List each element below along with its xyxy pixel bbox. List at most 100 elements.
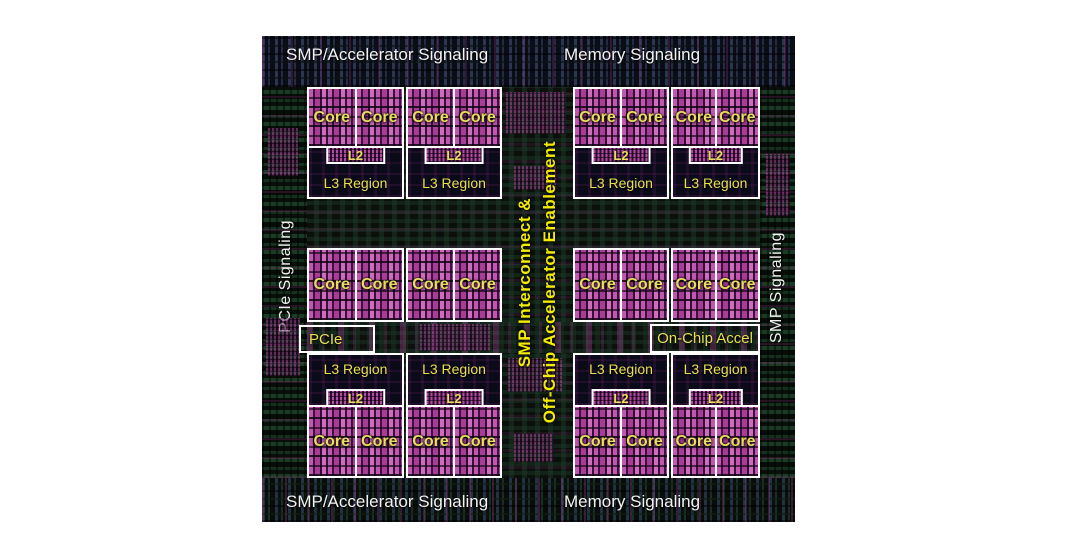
core-label: Core [412,432,449,450]
l2-block: L2 [688,146,743,164]
l2-block: L2 [325,146,386,164]
smp-signaling-label: SMP Signaling [768,232,785,344]
core-label: Core [675,432,712,450]
smp-signaling-label-wrap: SMP Signaling [762,208,792,368]
core-block: Core [714,407,758,476]
core-label: Core [579,276,616,293]
band-label-smp-accel-bottom: SMP/Accelerator Signaling [286,492,489,511]
core-label: Core [579,432,616,450]
l3-region-block: L2 L3 Region [307,146,404,199]
circuit-texture-block [506,92,566,134]
l3-region-block: L2 L3 Region [406,146,502,199]
circuit-texture-block [766,154,790,216]
core-label: Core [459,276,496,293]
circuit-texture-block [508,358,562,392]
pcie-signaling-label: PCIe Signaling [277,219,294,333]
processor-die: SMP/Accelerator Signaling Memory Signali… [262,36,795,522]
core-label: Core [361,276,398,293]
l2-label: L2 [613,147,629,163]
l3-region-block: L2 L3 Region [671,146,760,199]
core-block: Core [620,407,667,476]
l3-region-label: L3 Region [589,175,653,191]
mid-strip [307,322,760,353]
l3-region-label: L3 Region [422,361,486,377]
core-block: Core [673,250,715,320]
l3-region-label: L3 Region [323,361,388,377]
core-block: Core [408,407,453,476]
core-block: Core [309,250,355,320]
core-pair-box: Core Core [307,405,404,478]
core-block: Core [309,89,355,146]
l3-region-block: L3 Region L2 [671,353,760,407]
l3-region-block: L3 Region L2 [573,353,669,407]
band-label-smp-accel-top: SMP/Accelerator Signaling [286,45,489,64]
core-label: Core [719,276,756,293]
l2-label: L2 [446,147,462,163]
core-pair-box: Core Core [573,248,669,322]
core-label: Core [412,108,449,126]
top-signaling-band: SMP/Accelerator Signaling Memory Signali… [262,36,795,87]
core-label: Core [719,432,756,450]
l2-label: L2 [347,390,364,406]
pcie-label: PCIe [309,330,343,348]
core-block: Core [354,407,402,476]
core-cluster: Core Core L2 L3 Region L3 Region L2 Core… [573,36,669,520]
core-pair-box: Core Core [307,248,404,322]
l3-region-label: L3 Region [589,361,653,377]
core-block: Core [453,407,500,476]
core-block: Core [620,89,667,146]
core-pair-box: Core Core [573,87,669,148]
core-label: Core [313,276,350,293]
on-chip-accel-box: On-Chip Accel [650,324,760,353]
band-label-memory-bottom: Memory Signaling [564,492,701,511]
core-label: Core [626,432,663,450]
l3-region-label: L3 Region [323,175,388,191]
core-cluster: Core Core L2 L3 Region L3 Region L2 Core… [307,36,404,520]
core-block: Core [354,89,402,146]
core-cluster: Core Core L2 L3 Region L3 Region L2 Core… [671,36,760,520]
l3-region-label: L3 Region [683,361,748,377]
on-chip-accel-label: On-Chip Accel [657,330,753,347]
core-block: Core [453,89,500,146]
l2-block: L2 [424,146,484,164]
center-interconnect-label-line1: SMP Interconnect & [515,197,534,368]
circuit-texture-block [420,324,490,351]
core-block: Core [408,250,453,320]
l3-region-block: L2 L3 Region [573,146,669,199]
core-block: Core [714,89,758,146]
core-pair-box: Core Core [671,405,760,478]
circuit-texture-block [268,128,298,176]
core-block: Core [575,407,620,476]
core-label: Core [361,432,398,450]
core-label: Core [412,276,449,293]
bottom-signaling-band: SMP/Accelerator Signaling Memory Signali… [262,478,795,522]
core-label: Core [579,108,616,126]
core-label: Core [459,108,496,126]
core-cluster: L3 Region L2 Core Core [307,36,404,520]
l2-label: L2 [707,390,724,406]
core-pair-box: Core Core [406,87,502,148]
l3-region-label: L3 Region [422,175,486,191]
core-pair-box: Core Core [671,248,760,322]
core-pair-box: Core Core [671,87,760,148]
core-pair-box: Core Core [573,405,669,478]
right-signaling-band [760,87,795,478]
circuit-texture-block [514,166,558,190]
core-block: Core [575,89,620,146]
core-label: Core [675,276,712,293]
core-label: Core [626,276,663,293]
core-label: Core [361,108,398,126]
core-block: Core [354,250,402,320]
core-block: Core [408,89,453,146]
l2-label: L2 [613,390,629,406]
center-interconnect-column: SMP Interconnect & Off-Chip Accelerator … [502,87,573,478]
core-block: Core [575,250,620,320]
core-cluster: Core Core L2 L3 Region L3 Region L2 Core… [406,36,502,520]
core-cluster: L3 Region L2 Core Core [406,36,502,520]
core-label: Core [313,108,350,126]
core-block: Core [309,407,355,476]
l2-label: L2 [446,390,462,406]
band-label-memory-top: Memory Signaling [564,45,701,64]
core-cluster: L3 Region L2 Core Core [671,36,760,520]
circuit-texture-block [514,434,554,462]
